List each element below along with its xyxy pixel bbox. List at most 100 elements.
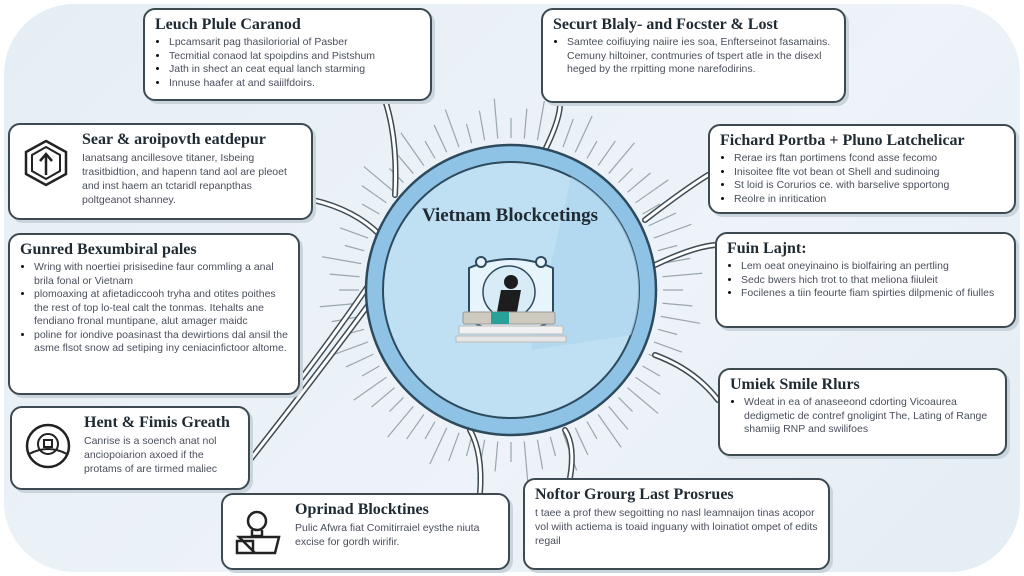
bullet-item: Rerae irs ftan portimens fcond asse feco… xyxy=(734,152,1004,166)
ray-line xyxy=(465,436,473,457)
ray-line xyxy=(648,212,677,227)
connector-fill xyxy=(653,243,717,267)
ray-line xyxy=(345,353,374,368)
ray-line xyxy=(363,166,395,193)
connector-fill xyxy=(248,298,374,462)
card-fichard-portba-pluno-latchelicar: Fichard Portba + Pluno LatchelicarRerae … xyxy=(708,124,1016,214)
card-securt-blaly-and-focster-lost: Securt Blaly- and Focster & LostSamtee c… xyxy=(541,8,846,103)
card-leuch-plule-caranod: Leuch Plule CaranodLpcamsarit pag thasil… xyxy=(143,8,432,101)
card-title: Hent & Fimis Greath xyxy=(84,414,230,431)
ray-line xyxy=(478,110,486,141)
card-title: Gunred Bexumbiral pales xyxy=(20,241,197,258)
ray-line xyxy=(586,421,598,440)
connector-fill xyxy=(311,198,382,237)
ray-line xyxy=(597,414,622,448)
ray-line xyxy=(424,140,436,159)
card-title: Leuch Plule Caranod xyxy=(155,16,301,33)
ray-line xyxy=(494,441,499,472)
ray-line xyxy=(523,441,529,482)
ray-line xyxy=(660,315,701,324)
connector xyxy=(652,352,721,403)
card-body: Gunred Bexumbiral palesWring with noerti… xyxy=(20,241,288,356)
card-gunred-bexumbiral-pales: Gunred Bexumbiral palesWring with noerti… xyxy=(8,233,300,395)
bullet-item: plomoaxing at afietadiccooh tryha and ot… xyxy=(34,288,288,329)
card-noftor-grourg-last-prosrues: Noftor Grourg Last Prosrues t taee a prof… xyxy=(523,478,830,570)
ray-line xyxy=(444,109,460,148)
ray-line xyxy=(574,115,593,153)
ray-line xyxy=(608,142,635,174)
ray-line xyxy=(574,427,589,456)
ray-line xyxy=(635,179,669,204)
bullet-item: Wdeat in ea of anaseeond cdorting Vicoau… xyxy=(744,396,995,437)
ray-line xyxy=(662,272,703,278)
ray-line xyxy=(387,406,414,438)
card-body: Leuch Plule CaranodLpcamsarit pag thasil… xyxy=(155,16,420,90)
ray-line xyxy=(429,427,448,465)
card-text: Pulic Afwra fiat Comitirraiel eysthe niu… xyxy=(295,522,480,548)
bullet-list: Wring with noertiei prisisedine faur com… xyxy=(20,261,288,356)
card-body: Fichard Portba + Pluno LatchelicarRerae … xyxy=(720,132,1004,206)
card-title: Umiek Smile Rlurs xyxy=(730,376,860,393)
ray-line xyxy=(339,227,369,239)
ray-line xyxy=(465,123,473,144)
card-umiek-smile-rlurs: Umiek Smile RlursWdeat in ea of anaseeon… xyxy=(718,368,1007,456)
card-body: Umiek Smile RlursWdeat in ea of anaseeon… xyxy=(730,376,995,437)
bullet-list: Rerae irs ftan portimens fcond asse feco… xyxy=(720,152,1004,206)
ray-line xyxy=(618,397,634,413)
connector-fill xyxy=(643,173,710,222)
ray-line xyxy=(329,273,360,278)
ray-line xyxy=(344,244,365,252)
bullet-list: Lpcamsarit pag thasiloriorial of PasberT… xyxy=(155,36,420,90)
ray-line xyxy=(618,167,634,183)
center-title: Vietnam Blockcetings xyxy=(421,205,599,226)
ray-line xyxy=(586,140,598,159)
card-title: Oprinad Blocktines xyxy=(295,501,429,518)
bullet-item: Jath in shect an ceat equal lanch starmi… xyxy=(169,63,420,77)
card-title: Noftor Grourg Last Prosrues xyxy=(535,486,734,503)
bullet-item: Wring with noertiei prisisedine faur com… xyxy=(34,261,288,288)
ray-line xyxy=(424,421,436,440)
bullet-list: Samtee coifiuying naiire ies soa, Enfter… xyxy=(553,36,834,77)
ray-line xyxy=(371,387,395,408)
card-title: Fichard Portba + Pluno Latchelicar xyxy=(720,132,965,149)
bullet-item: Sedc bwers hich trot to that meliona fii… xyxy=(741,274,1004,288)
card-text: t taee a prof thew segoitting no nasl le… xyxy=(535,507,818,547)
ray-line xyxy=(361,365,380,377)
bullet-item: Focilenes a tiin feourte fiam spirties d… xyxy=(741,287,1004,301)
ray-line xyxy=(536,439,544,470)
ray-line xyxy=(536,100,545,141)
ray-line xyxy=(635,376,661,395)
bullet-item: Reolre in inritication xyxy=(734,193,1004,207)
ray-line xyxy=(353,376,387,401)
bullet-item: Lpcamsarit pag thasiloriorial of Pasber xyxy=(169,36,420,50)
ray-line xyxy=(608,406,629,430)
circle-highlight xyxy=(531,177,640,350)
bullet-list: Wdeat in ea of anaseeond cdorting Vicoau… xyxy=(730,396,995,437)
card-body: Noftor Grourg Last Prosrues t taee a prof… xyxy=(535,486,818,548)
ray-line xyxy=(657,328,678,336)
card-text: Ianatsang ancillesove titaner, Isbeing t… xyxy=(82,152,287,206)
ray-line xyxy=(549,436,557,457)
bullet-item: St loid is Corurios ce. with barselive s… xyxy=(734,179,1004,193)
connector-fill xyxy=(468,428,483,495)
bullet-item: Tecmitial conaod lat spoipdins and Pists… xyxy=(169,50,420,64)
ray-line xyxy=(662,302,693,307)
ray-line xyxy=(321,256,362,265)
ray-line xyxy=(657,244,678,252)
ray-line xyxy=(400,132,425,166)
card-body: Fuin Lajnt: Lem oeat oneyinaino is biolfa… xyxy=(727,240,1004,301)
card-title: Fuin Lajnt: xyxy=(727,240,807,257)
connector-fill xyxy=(383,98,398,197)
bullet-item: Lem oeat oneyinaino is biolfairing an pe… xyxy=(741,260,1004,274)
connector-fill xyxy=(543,101,562,152)
shield-with-figure-and-books-icon xyxy=(455,256,567,343)
bullet-list: Lem oeat oneyinaino is biolfairing an pe… xyxy=(727,260,1004,301)
hexagon-arrow-up-icon xyxy=(24,139,68,187)
